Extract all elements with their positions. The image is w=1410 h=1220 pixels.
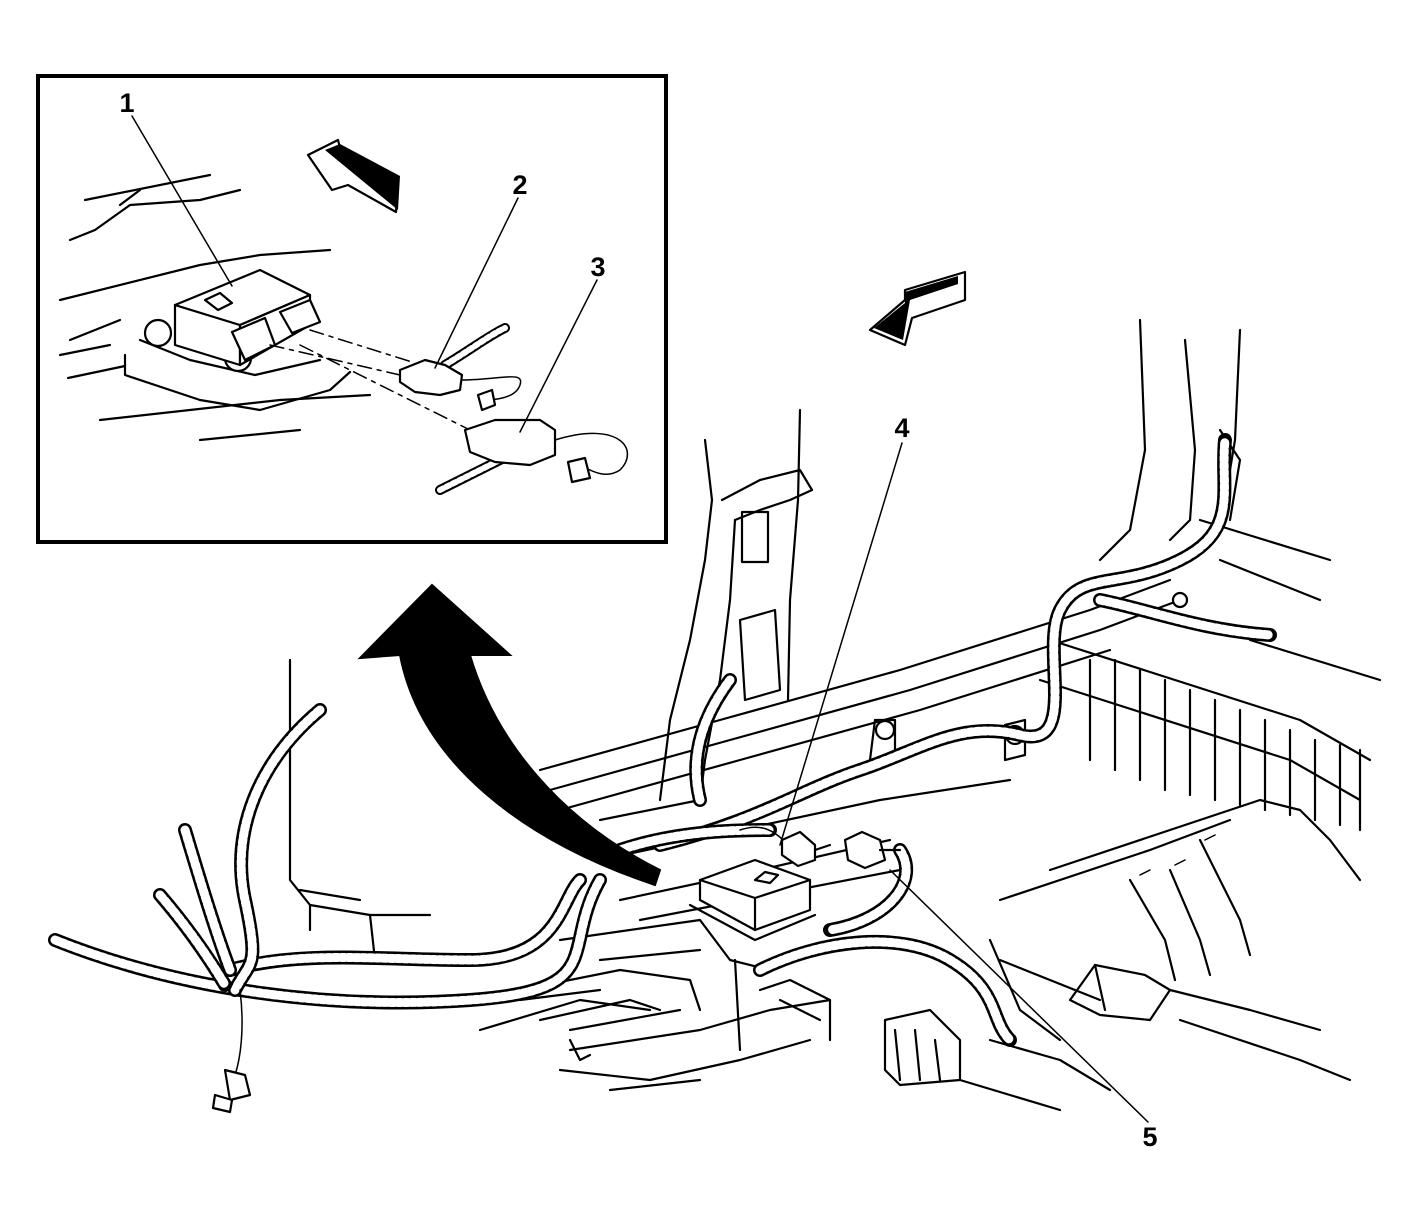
- callout-leader-5: [889, 869, 1149, 1123]
- callout-leader-2: [434, 197, 519, 369]
- callout-leader-3: [519, 279, 598, 433]
- sensing-diagnostic-module: [688, 830, 902, 942]
- callout-label-1: 1: [119, 88, 134, 118]
- harness-connector: [211, 1068, 252, 1114]
- wiring-harness: [48, 433, 1277, 1076]
- callout-label-3: 3: [590, 252, 605, 282]
- callout-leader-4: [779, 442, 903, 846]
- forward-direction-arrow-icon: [868, 270, 967, 347]
- callout-label-5: 5: [1142, 1122, 1157, 1152]
- detail-inset: [36, 74, 668, 544]
- curved-arrow-icon: [357, 583, 662, 887]
- callout-leader-1: [131, 115, 233, 287]
- callout-label-2: 2: [512, 170, 527, 200]
- callout-label-4: 4: [894, 413, 909, 443]
